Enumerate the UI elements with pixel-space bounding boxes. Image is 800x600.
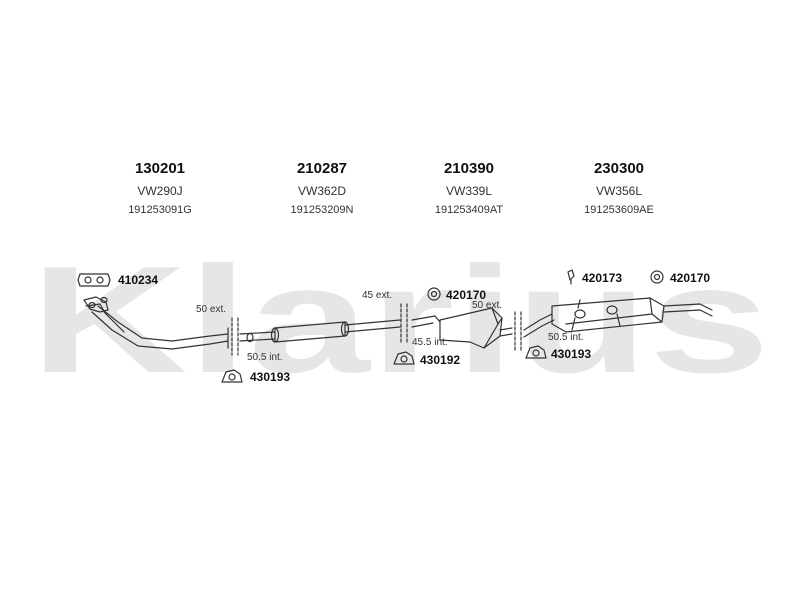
section-header: 130201 VW290J 191253091G [80, 160, 240, 217]
clamp-part-number: 430193 [250, 370, 291, 384]
clamp-icon-3 [525, 345, 547, 359]
joint-marks [231, 303, 522, 356]
clamp-icon-2 [393, 351, 415, 365]
section-header: 210390 VW339L 191253409AT [389, 160, 549, 217]
oem-number: 191253409AT [434, 204, 504, 216]
part-number: 230300 [593, 160, 645, 177]
rear-silencer [523, 297, 713, 338]
dimension-label: 50.5 int. [247, 352, 283, 363]
dimension-label: 50 ext. [196, 304, 227, 315]
mount-icon-1 [427, 287, 441, 301]
gasket-part-number: 410234 [118, 273, 159, 287]
mount-part-number: 420173 [582, 271, 623, 285]
part-number: 130201 [134, 160, 186, 177]
dimension-label: 50 ext. [472, 300, 503, 311]
model-code: VW290J [137, 184, 183, 198]
gasket-icon [77, 273, 111, 287]
model-code: VW339L [445, 184, 493, 198]
part-number: 210287 [296, 160, 348, 177]
dimension-label: 50.5 int. [548, 332, 584, 343]
mount-icon-2 [567, 269, 575, 285]
center-pipe [239, 319, 401, 343]
mount-part-number: 420170 [446, 288, 487, 302]
section-header: 230300 VW356L 191253609AE [539, 160, 699, 217]
oem-number: 191253091G [128, 204, 192, 216]
clamp-part-number: 430193 [551, 347, 592, 361]
section-header: 210287 VW362D 191253209N [242, 160, 402, 217]
oem-number: 191253609AE [584, 204, 654, 216]
clamp-icon-1 [221, 369, 243, 383]
model-code: VW356L [595, 184, 643, 198]
oem-number: 191253209N [290, 204, 354, 216]
dimension-label: 45.5 int. [412, 337, 448, 348]
front-pipe [83, 296, 229, 350]
model-code: VW362D [297, 184, 347, 198]
part-number: 210390 [443, 160, 495, 177]
dimension-label: 45 ext. [362, 290, 393, 301]
clamp-part-number: 430192 [420, 353, 461, 367]
mount-icon-3 [650, 270, 664, 284]
mount-part-number: 420170 [670, 271, 711, 285]
middle-silencer [411, 307, 513, 349]
